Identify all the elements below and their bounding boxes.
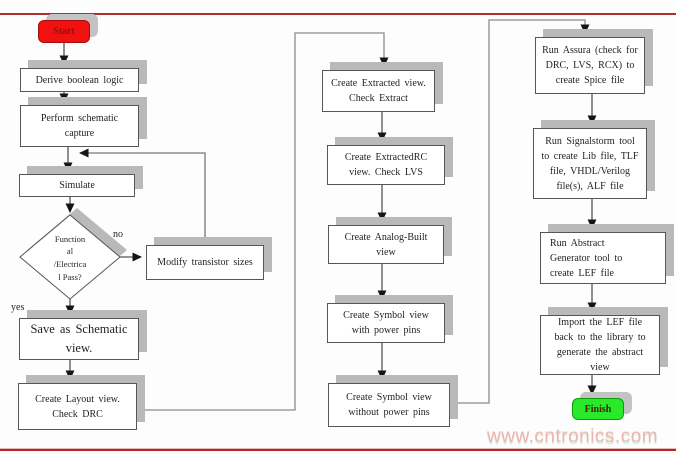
flow-node-run-assura: Run Assura (check for DRC, LVS, RCX) to … (535, 37, 645, 94)
top-red-rule (0, 13, 676, 15)
branch-label-no: no (113, 229, 123, 240)
decision-functional-electrical-pass-label: Function al /Electrica l Pass? (53, 233, 87, 282)
flow-node-save-as-schematic-view: Save as Schematic view. (19, 318, 139, 360)
flow-node-create-symbol-view-with-power-pins: Create Symbol view with power pins (327, 303, 445, 343)
connector-symbol-without-to-assura (448, 19, 590, 404)
flow-node-run-signalstorm: Run Signalstorm tool to create Lib file,… (533, 128, 647, 199)
watermark-text: www.cntronics.com (487, 426, 659, 447)
bottom-red-rule (0, 448, 676, 451)
finish-terminal: Finish (572, 398, 624, 420)
flow-node-simulate: Simulate (19, 174, 135, 197)
flow-node-derive-boolean-logic: Derive boolean logic (20, 68, 139, 92)
flow-node-run-abstract-generator: Run Abstract Generator tool to create LE… (540, 232, 666, 284)
flow-node-create-extractedrc-view: Create ExtractedRC view. Check LVS (327, 145, 445, 185)
branch-label-yes: yes (11, 302, 25, 313)
flow-node-create-layout-view-check-drc: Create Layout view. Check DRC (18, 383, 137, 430)
arrow-modify-feedback (79, 148, 206, 245)
flow-node-modify-transistor-sizes: Modify transistor sizes (146, 245, 264, 280)
flow-node-perform-schematic-capture: Perform schematic capture (20, 105, 139, 147)
flow-node-create-analog-built-view: Create Analog-Built view (328, 225, 444, 264)
flow-node-create-extracted-view: Create Extracted view. Check Extract (322, 70, 435, 112)
start-terminal: Start (38, 20, 90, 43)
flow-node-import-lef-file: Import the LEF file back to the library … (540, 315, 660, 375)
connector-layout-to-extracted (135, 32, 389, 411)
flow-node-create-symbol-view-without-power-pins: Create Symbol view without power pins (328, 383, 450, 427)
